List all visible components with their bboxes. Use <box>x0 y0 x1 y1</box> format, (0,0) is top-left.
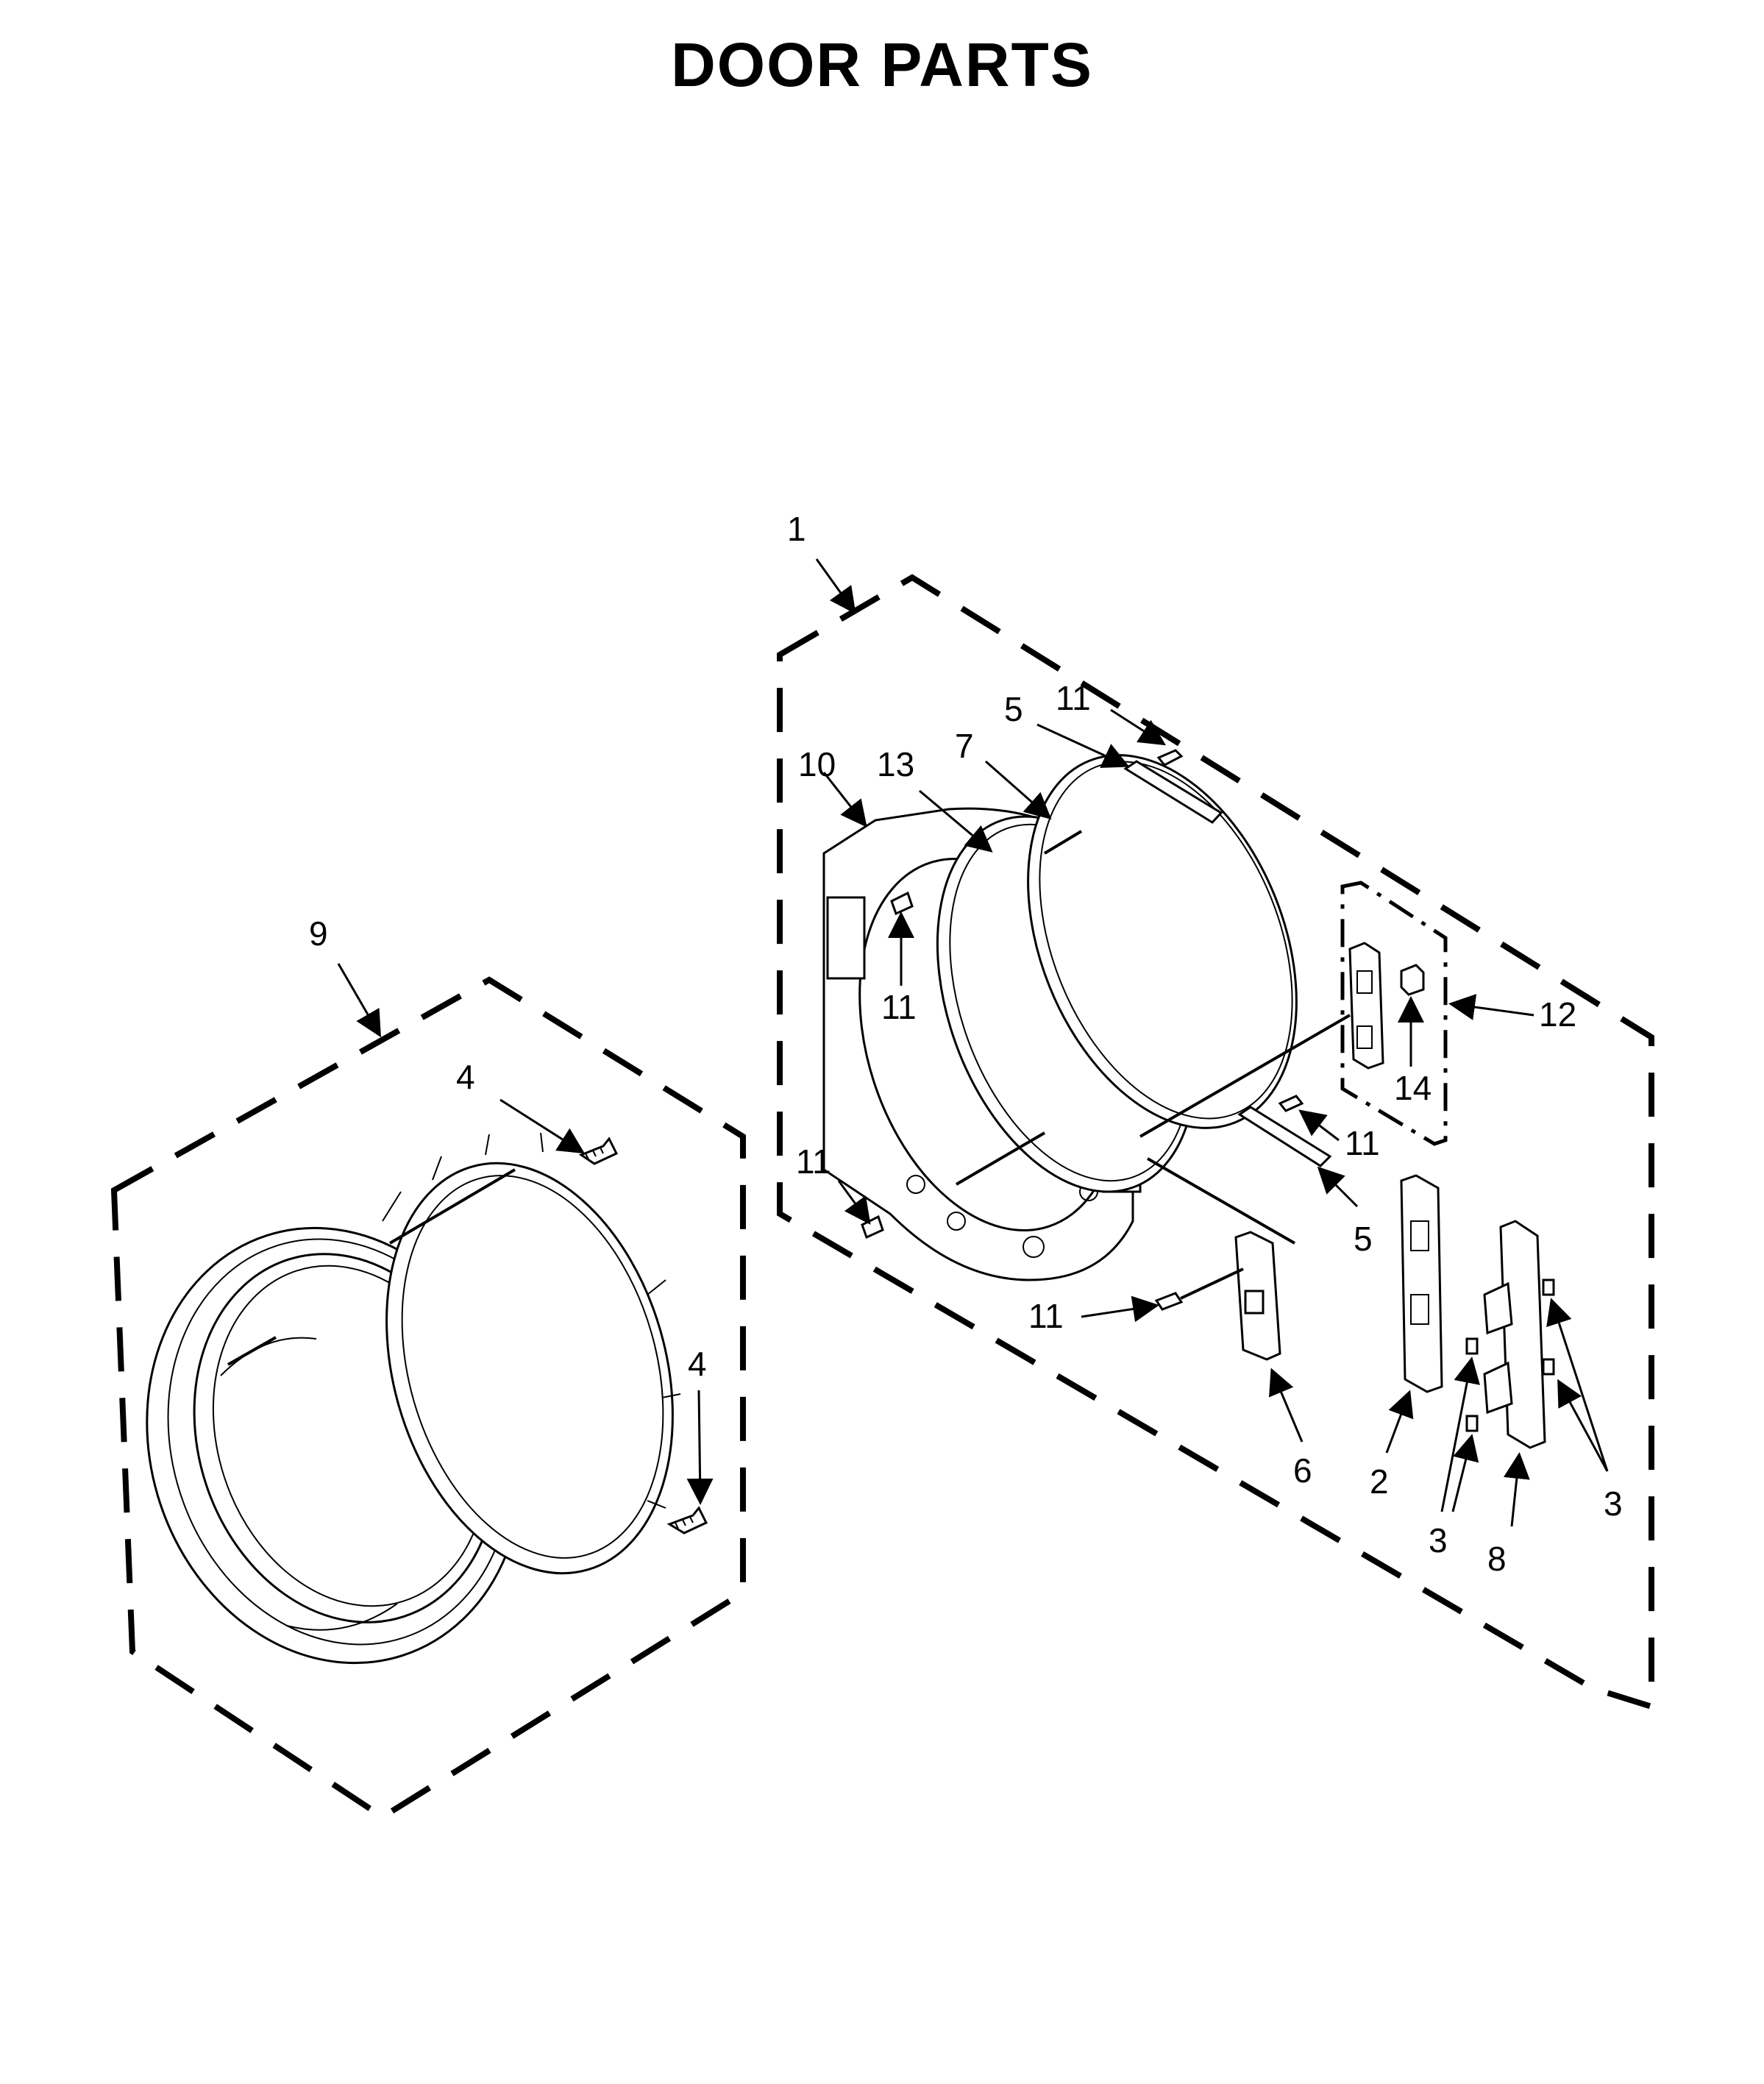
leader-1 <box>815 558 856 614</box>
leader-9 <box>337 963 382 1038</box>
callout-13: 13 <box>877 745 914 783</box>
hinge-kit-clip <box>1400 964 1425 996</box>
screw-11-frame-bottom <box>861 1215 884 1240</box>
hinge-kit-boundary <box>1340 881 1448 1146</box>
leader-6 <box>1269 1368 1304 1443</box>
screw-top <box>578 1137 619 1165</box>
callout-8: 8 <box>1487 1540 1507 1578</box>
leader-4-bottom <box>686 1390 714 1505</box>
callout-3-right: 3 <box>1604 1484 1623 1523</box>
outer-door-assembly-boundary <box>110 976 746 1821</box>
page-title: DOOR PARTS <box>671 30 1093 99</box>
callout-11-frame-bottom: 11 <box>796 1142 831 1181</box>
hinge-plate <box>1400 1174 1443 1393</box>
leader-10 <box>822 772 867 828</box>
hinge-kit-bracket <box>1348 942 1384 1070</box>
leader-2 <box>1385 1390 1414 1454</box>
bushing-3 <box>1542 1279 1555 1296</box>
callout-11-top: 11 <box>1056 679 1091 717</box>
callout-5-top: 5 <box>1004 690 1023 728</box>
outer-door-assembly <box>110 963 746 1821</box>
leader-4-top <box>499 1098 586 1154</box>
leader-12 <box>1448 994 1534 1020</box>
bushing-4 <box>1542 1358 1555 1376</box>
leader-11-frame-bottom <box>837 1180 871 1225</box>
screw-bottom <box>666 1506 708 1534</box>
callout-11-frame-top: 11 <box>881 988 917 1026</box>
callout-1: 1 <box>787 510 806 548</box>
latch-plate <box>1234 1231 1281 1361</box>
door-center-line <box>388 1168 516 1245</box>
leader-3-left-b <box>1451 1434 1479 1512</box>
callout-5-lower: 5 <box>1354 1220 1373 1258</box>
center-line-latch <box>1180 1267 1244 1300</box>
center-line-hinge <box>1139 1014 1351 1138</box>
door-gasket <box>1027 754 1298 1129</box>
center-line-gasket <box>1043 830 1083 855</box>
door-center-line-inner <box>227 1336 277 1366</box>
strike-bracket-top <box>1123 760 1223 824</box>
leader-3-left-a <box>1440 1356 1480 1512</box>
callout-14: 14 <box>1394 1069 1432 1107</box>
callout-10: 10 <box>798 745 836 783</box>
callout-12: 12 <box>1539 995 1576 1034</box>
bushing-2 <box>1465 1415 1479 1432</box>
leader-7 <box>985 760 1052 819</box>
callout-2: 2 <box>1370 1462 1389 1501</box>
hinge <box>1483 1220 1546 1449</box>
leader-11-top <box>1110 708 1167 746</box>
callout-4-top: 4 <box>456 1058 475 1096</box>
leader-5-top <box>1036 723 1130 768</box>
callout-4-bottom: 4 <box>688 1345 707 1383</box>
center-line-frame-lower <box>1147 1157 1295 1245</box>
screw-11-latch <box>1154 1292 1184 1311</box>
screw-11-frame-top <box>890 891 914 916</box>
inner-door-assembly-boundary <box>777 574 1654 1711</box>
leader-3-right-b <box>1557 1379 1609 1472</box>
strike-bracket-lower <box>1237 1106 1332 1167</box>
callout-7: 7 <box>955 727 974 765</box>
leader-13 <box>919 789 993 853</box>
leader-11-latch <box>1081 1295 1159 1323</box>
callout-6: 6 <box>1293 1451 1312 1490</box>
leader-8 <box>1503 1452 1530 1527</box>
callout-3-left: 3 <box>1429 1521 1448 1560</box>
callout-9: 9 <box>309 914 328 953</box>
bushing-1 <box>1465 1337 1479 1355</box>
leader-5-lower <box>1317 1166 1359 1208</box>
center-line-frame <box>955 1131 1046 1186</box>
door-inner-liner <box>382 1132 681 1575</box>
inner-door-assembly <box>777 558 1654 1711</box>
callout-11-right: 11 <box>1345 1124 1380 1162</box>
callout-11-latch: 11 <box>1028 1297 1064 1335</box>
leader-11-right <box>1298 1109 1340 1142</box>
screw-11-top <box>1156 749 1184 767</box>
screw-11-right <box>1278 1095 1304 1112</box>
